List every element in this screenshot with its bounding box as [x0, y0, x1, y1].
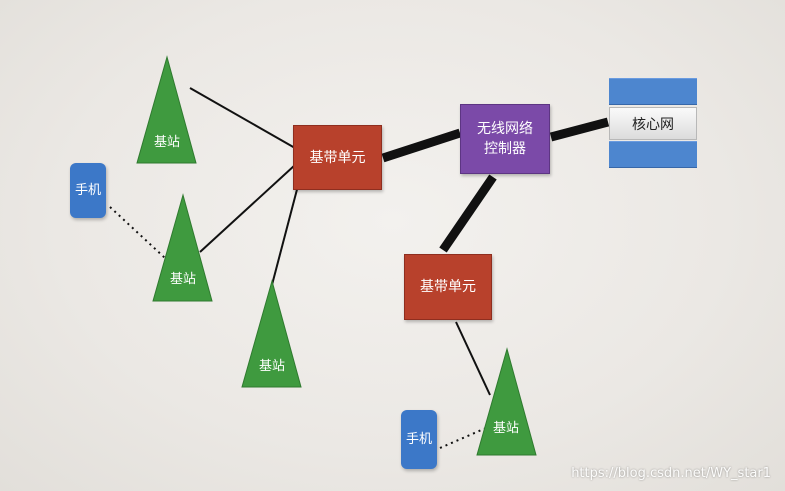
link-rnc-core: [549, 117, 610, 142]
tower-3-label: 基站: [258, 359, 285, 374]
watermark-url: https://blog.csdn.net/WY_star1: [571, 466, 771, 481]
tower-1-label: 基站: [153, 135, 180, 150]
wireless-link-phone1: [109, 206, 166, 259]
tower-4-label: 基站: [492, 421, 519, 436]
phone-1-label: 手机: [74, 182, 101, 198]
tower-1: [136, 55, 197, 164]
link-bbu-rnc: [381, 128, 462, 163]
bbu-secondary: 基带单元: [404, 254, 492, 320]
link-bbu-tower2: [199, 164, 296, 253]
core-network-top-bar: [609, 78, 697, 105]
tower-2: [152, 193, 213, 302]
phone-1: 手机: [70, 163, 106, 218]
core-network-bottom-bar: [609, 141, 697, 168]
phone-2-label: 手机: [405, 431, 432, 447]
tower-2-label: 基站: [169, 272, 196, 287]
rnc-label-line1: 无线网络: [477, 121, 533, 137]
radio-network-controller: 无线网络 控制器: [460, 104, 550, 174]
core-network-box: 核心网: [609, 107, 697, 140]
tower-3: [241, 279, 302, 388]
bbu-secondary-label: 基带单元: [420, 279, 476, 295]
phone-2: 手机: [401, 410, 437, 469]
core-network-label: 核心网: [632, 116, 674, 133]
tower-4: [476, 347, 537, 456]
link-bbu2-tower4: [455, 321, 491, 396]
bbu-main-label: 基带单元: [309, 149, 366, 166]
rnc-label-line2: 控制器: [484, 141, 526, 157]
wireless-link-phone2: [439, 427, 487, 449]
link-bbu-tower1: [189, 87, 296, 149]
bbu-main: 基带单元: [293, 125, 382, 190]
link-rnc-bbu2: [439, 174, 497, 253]
